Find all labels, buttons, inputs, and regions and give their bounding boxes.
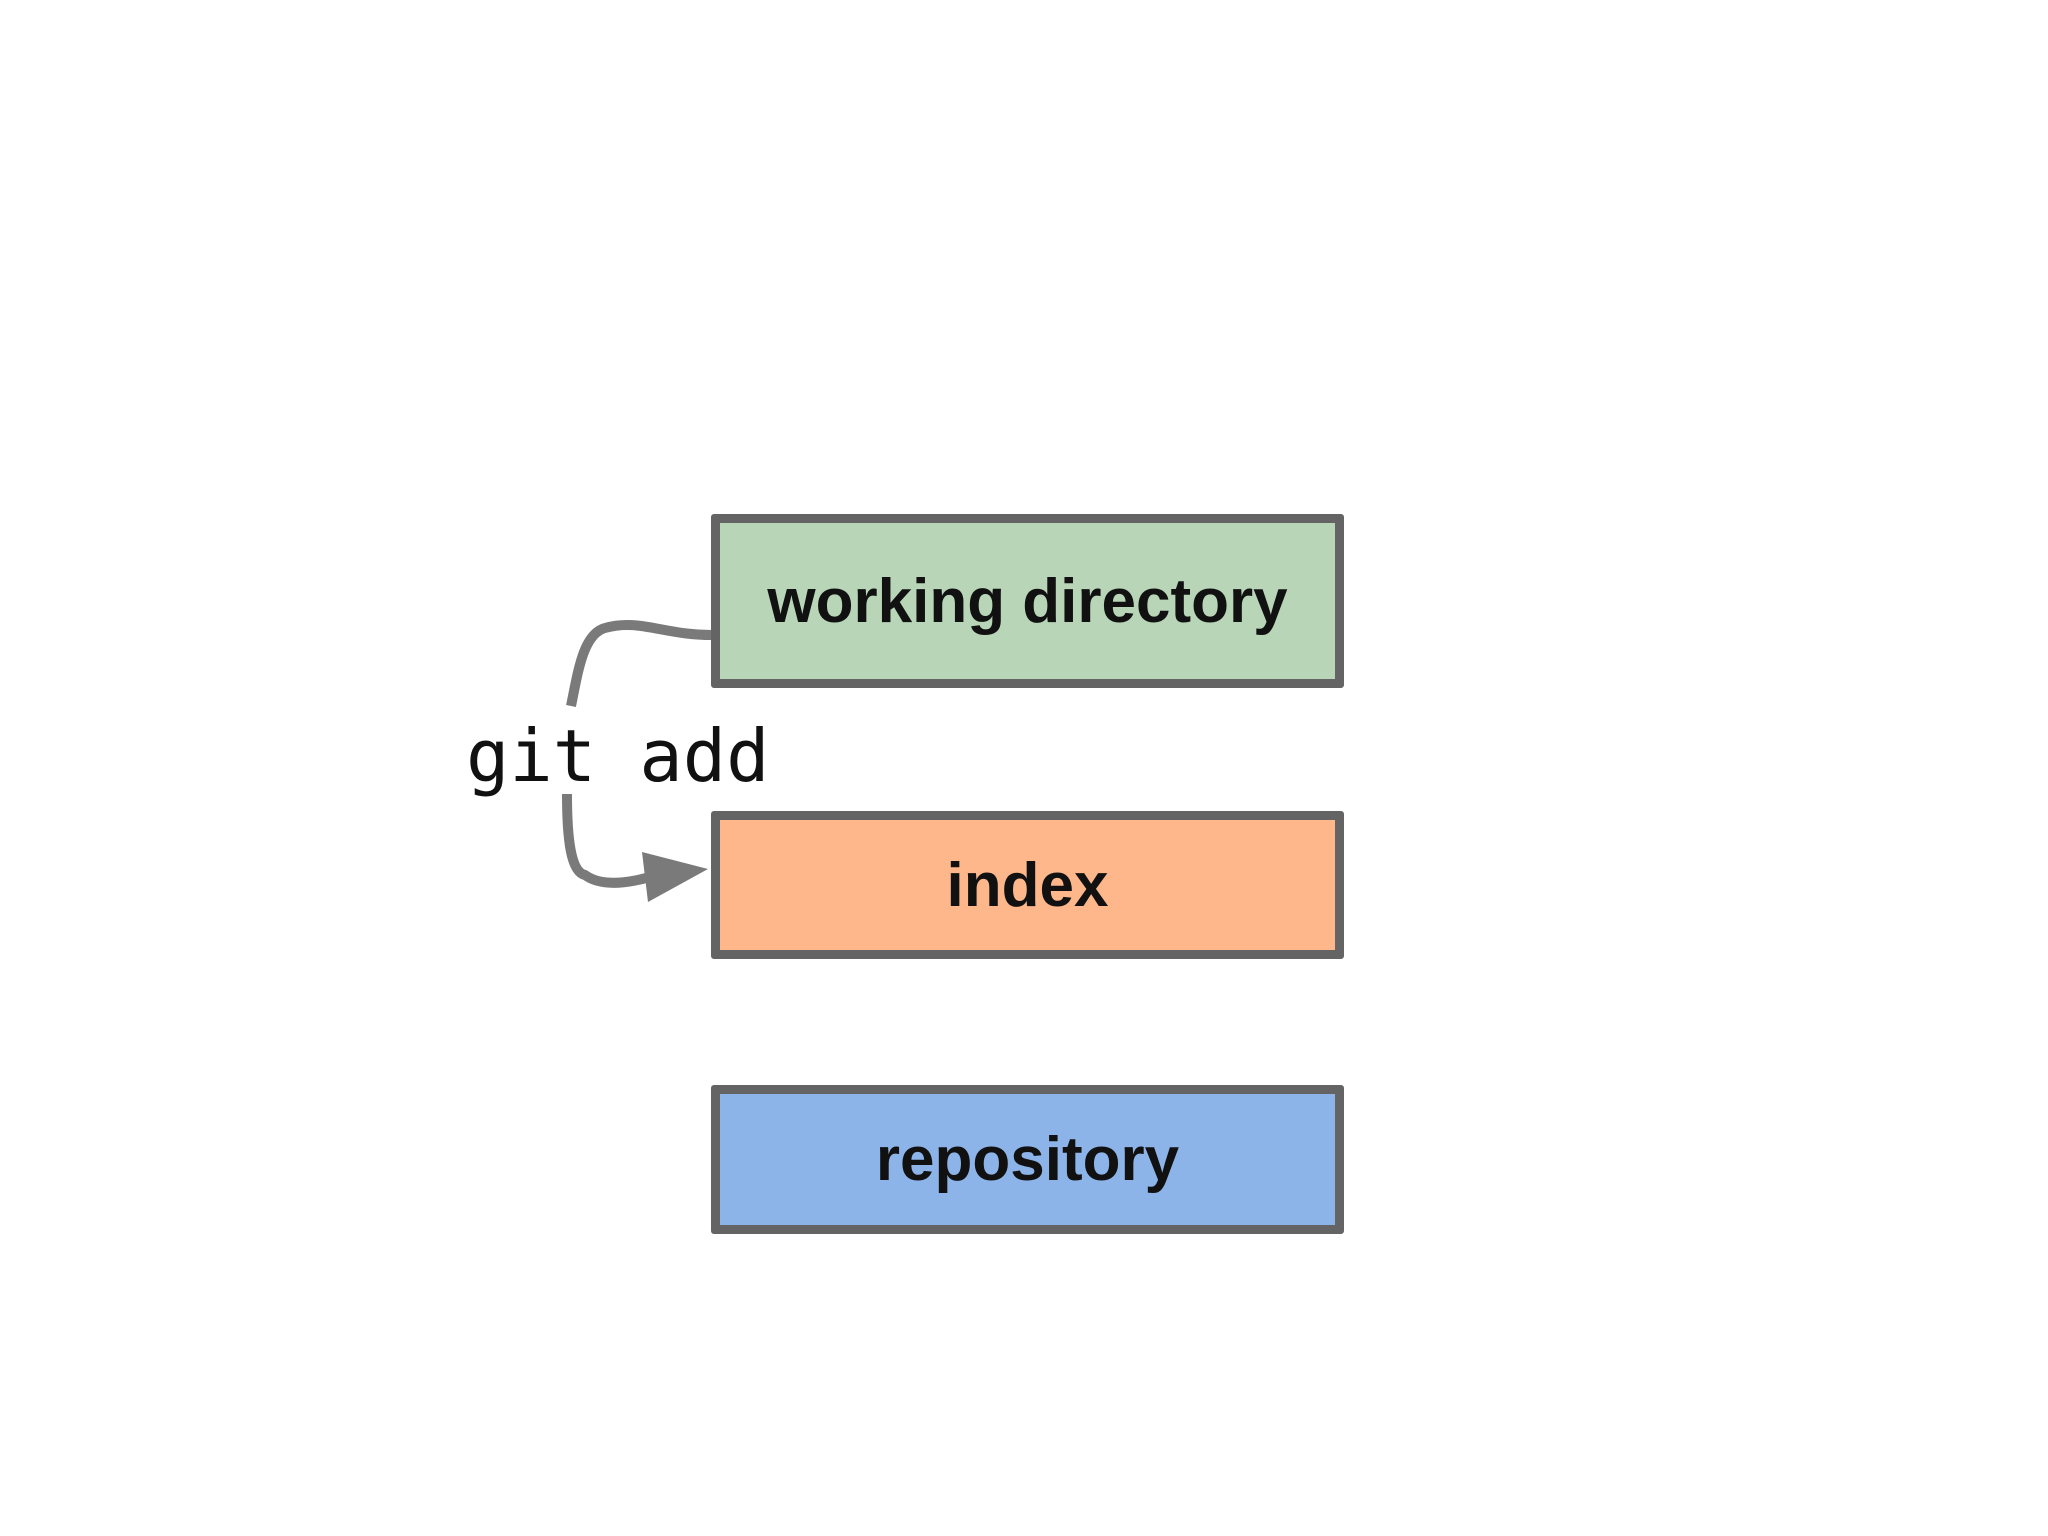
git-add-arrow-top-curve [566, 620, 717, 708]
repository-box: repository [711, 1085, 1344, 1234]
repository-label: repository [875, 1125, 1180, 1194]
git-add-arrowhead [642, 852, 708, 902]
working-directory-box: working directory [711, 514, 1344, 688]
index-label: index [946, 850, 1109, 920]
working-directory-label: working directory [767, 566, 1288, 636]
git-add-label: git add [466, 714, 770, 798]
git-add-arrow-bottom-curve [562, 793, 652, 888]
index-box: index [711, 811, 1344, 959]
